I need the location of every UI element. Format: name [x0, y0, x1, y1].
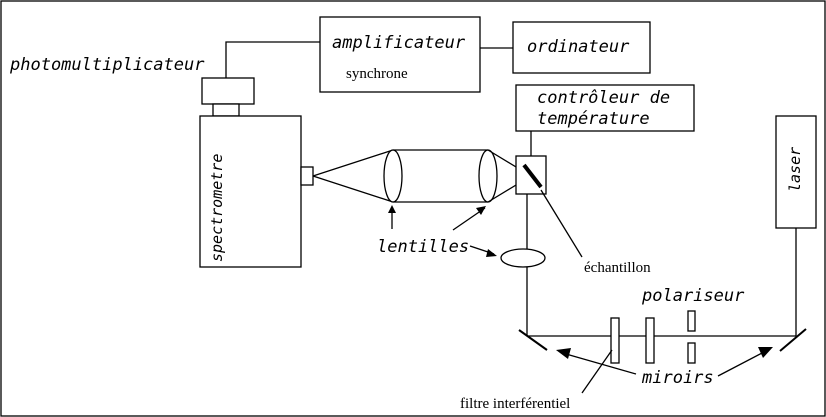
computer-box — [512, 21, 651, 74]
photomultiplier-box — [201, 77, 255, 105]
temperature-controller-box — [515, 84, 695, 132]
polarizer-2b — [687, 342, 696, 364]
lenses-label: lentilles — [377, 237, 469, 257]
interference-filter-pointer — [581, 349, 613, 394]
spectrometer-slit — [300, 166, 314, 186]
amplifier-label: amplificateur — [332, 33, 466, 53]
sample-label: échantillon — [584, 260, 651, 276]
collimated-beam — [393, 149, 488, 203]
mirrors-arrow-right-head — [758, 347, 773, 358]
mirrors-label: miroirs — [641, 368, 714, 388]
mirrors-arrow-left — [565, 353, 637, 375]
laser-label: laser — [786, 147, 804, 192]
polarizer-1 — [645, 317, 655, 364]
lens-2 — [478, 149, 498, 203]
polarizer-label: polariseur — [641, 286, 745, 306]
lens-1 — [383, 149, 403, 203]
temperature-controller-label-1: contrôleur de — [537, 88, 670, 108]
sample — [522, 163, 543, 189]
spectrometer-label: spectrometre — [208, 154, 226, 262]
lenses-arrow-lens-2-head — [476, 206, 486, 215]
spectrometer-box — [199, 115, 302, 268]
wire-pm-amplifier — [225, 41, 320, 78]
polarizer-2a — [687, 310, 696, 332]
mirror-left — [518, 329, 548, 351]
computer-label: ordinateur — [527, 37, 630, 57]
interference-filter-label: filtre interférentiel — [460, 396, 570, 412]
interference-filter — [610, 317, 620, 364]
laser-box — [775, 115, 817, 229]
light-cone-to-spectrometer — [312, 149, 394, 203]
temperature-controller-label-2: température — [537, 109, 650, 129]
lens-3 — [500, 248, 546, 268]
photomultiplier-neck — [212, 103, 240, 117]
photomultiplier-label: photomultiplicateur — [9, 55, 205, 75]
mirrors-arrow-left-head — [556, 348, 571, 359]
lenses-arrow-lens-3-head — [486, 249, 497, 257]
amplifier-box — [319, 16, 481, 93]
sample-pointer — [540, 189, 583, 258]
lenses-arrow-lens-1-head — [388, 205, 396, 213]
amplifier-sublabel: synchrone — [346, 66, 408, 82]
mirror-right — [779, 328, 807, 352]
mirrors-arrow-right — [717, 351, 765, 377]
